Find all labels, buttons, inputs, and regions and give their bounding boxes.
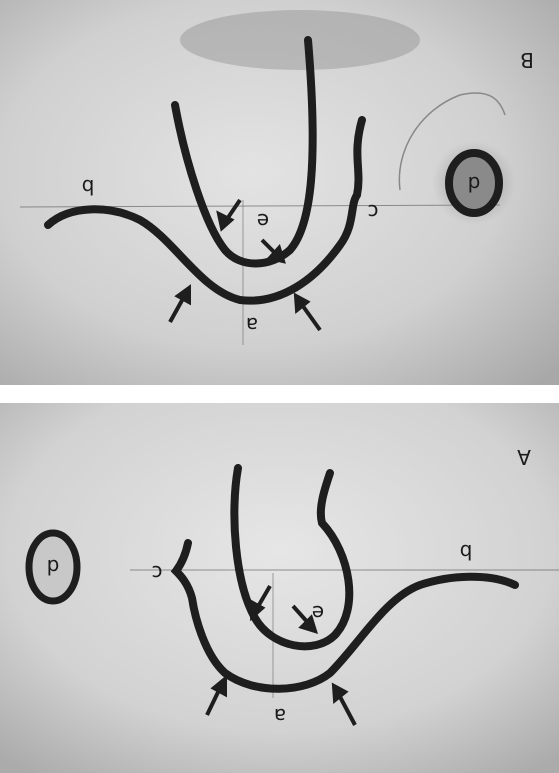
label-b: b <box>460 540 473 564</box>
label-d: d <box>468 172 481 196</box>
label-a-outer: a <box>274 704 286 728</box>
panel-b-drawing: a e b c d B <box>0 0 559 385</box>
panel-a-drawing: a e b c d A <box>0 403 559 773</box>
label-e-inner: e <box>257 209 269 233</box>
panel-label: B <box>520 48 534 72</box>
shadow-blotch <box>180 10 420 70</box>
panel-label: A <box>517 445 531 469</box>
label-e-inner: e <box>312 601 324 625</box>
panel-a: a e b c d A <box>0 403 559 773</box>
label-a-outer: a <box>246 313 258 337</box>
panel-b: a e b c d B <box>0 0 559 385</box>
label-c: c <box>152 561 163 585</box>
label-b: b <box>82 175 95 199</box>
label-c: c <box>368 200 379 224</box>
label-d: d <box>47 555 60 579</box>
